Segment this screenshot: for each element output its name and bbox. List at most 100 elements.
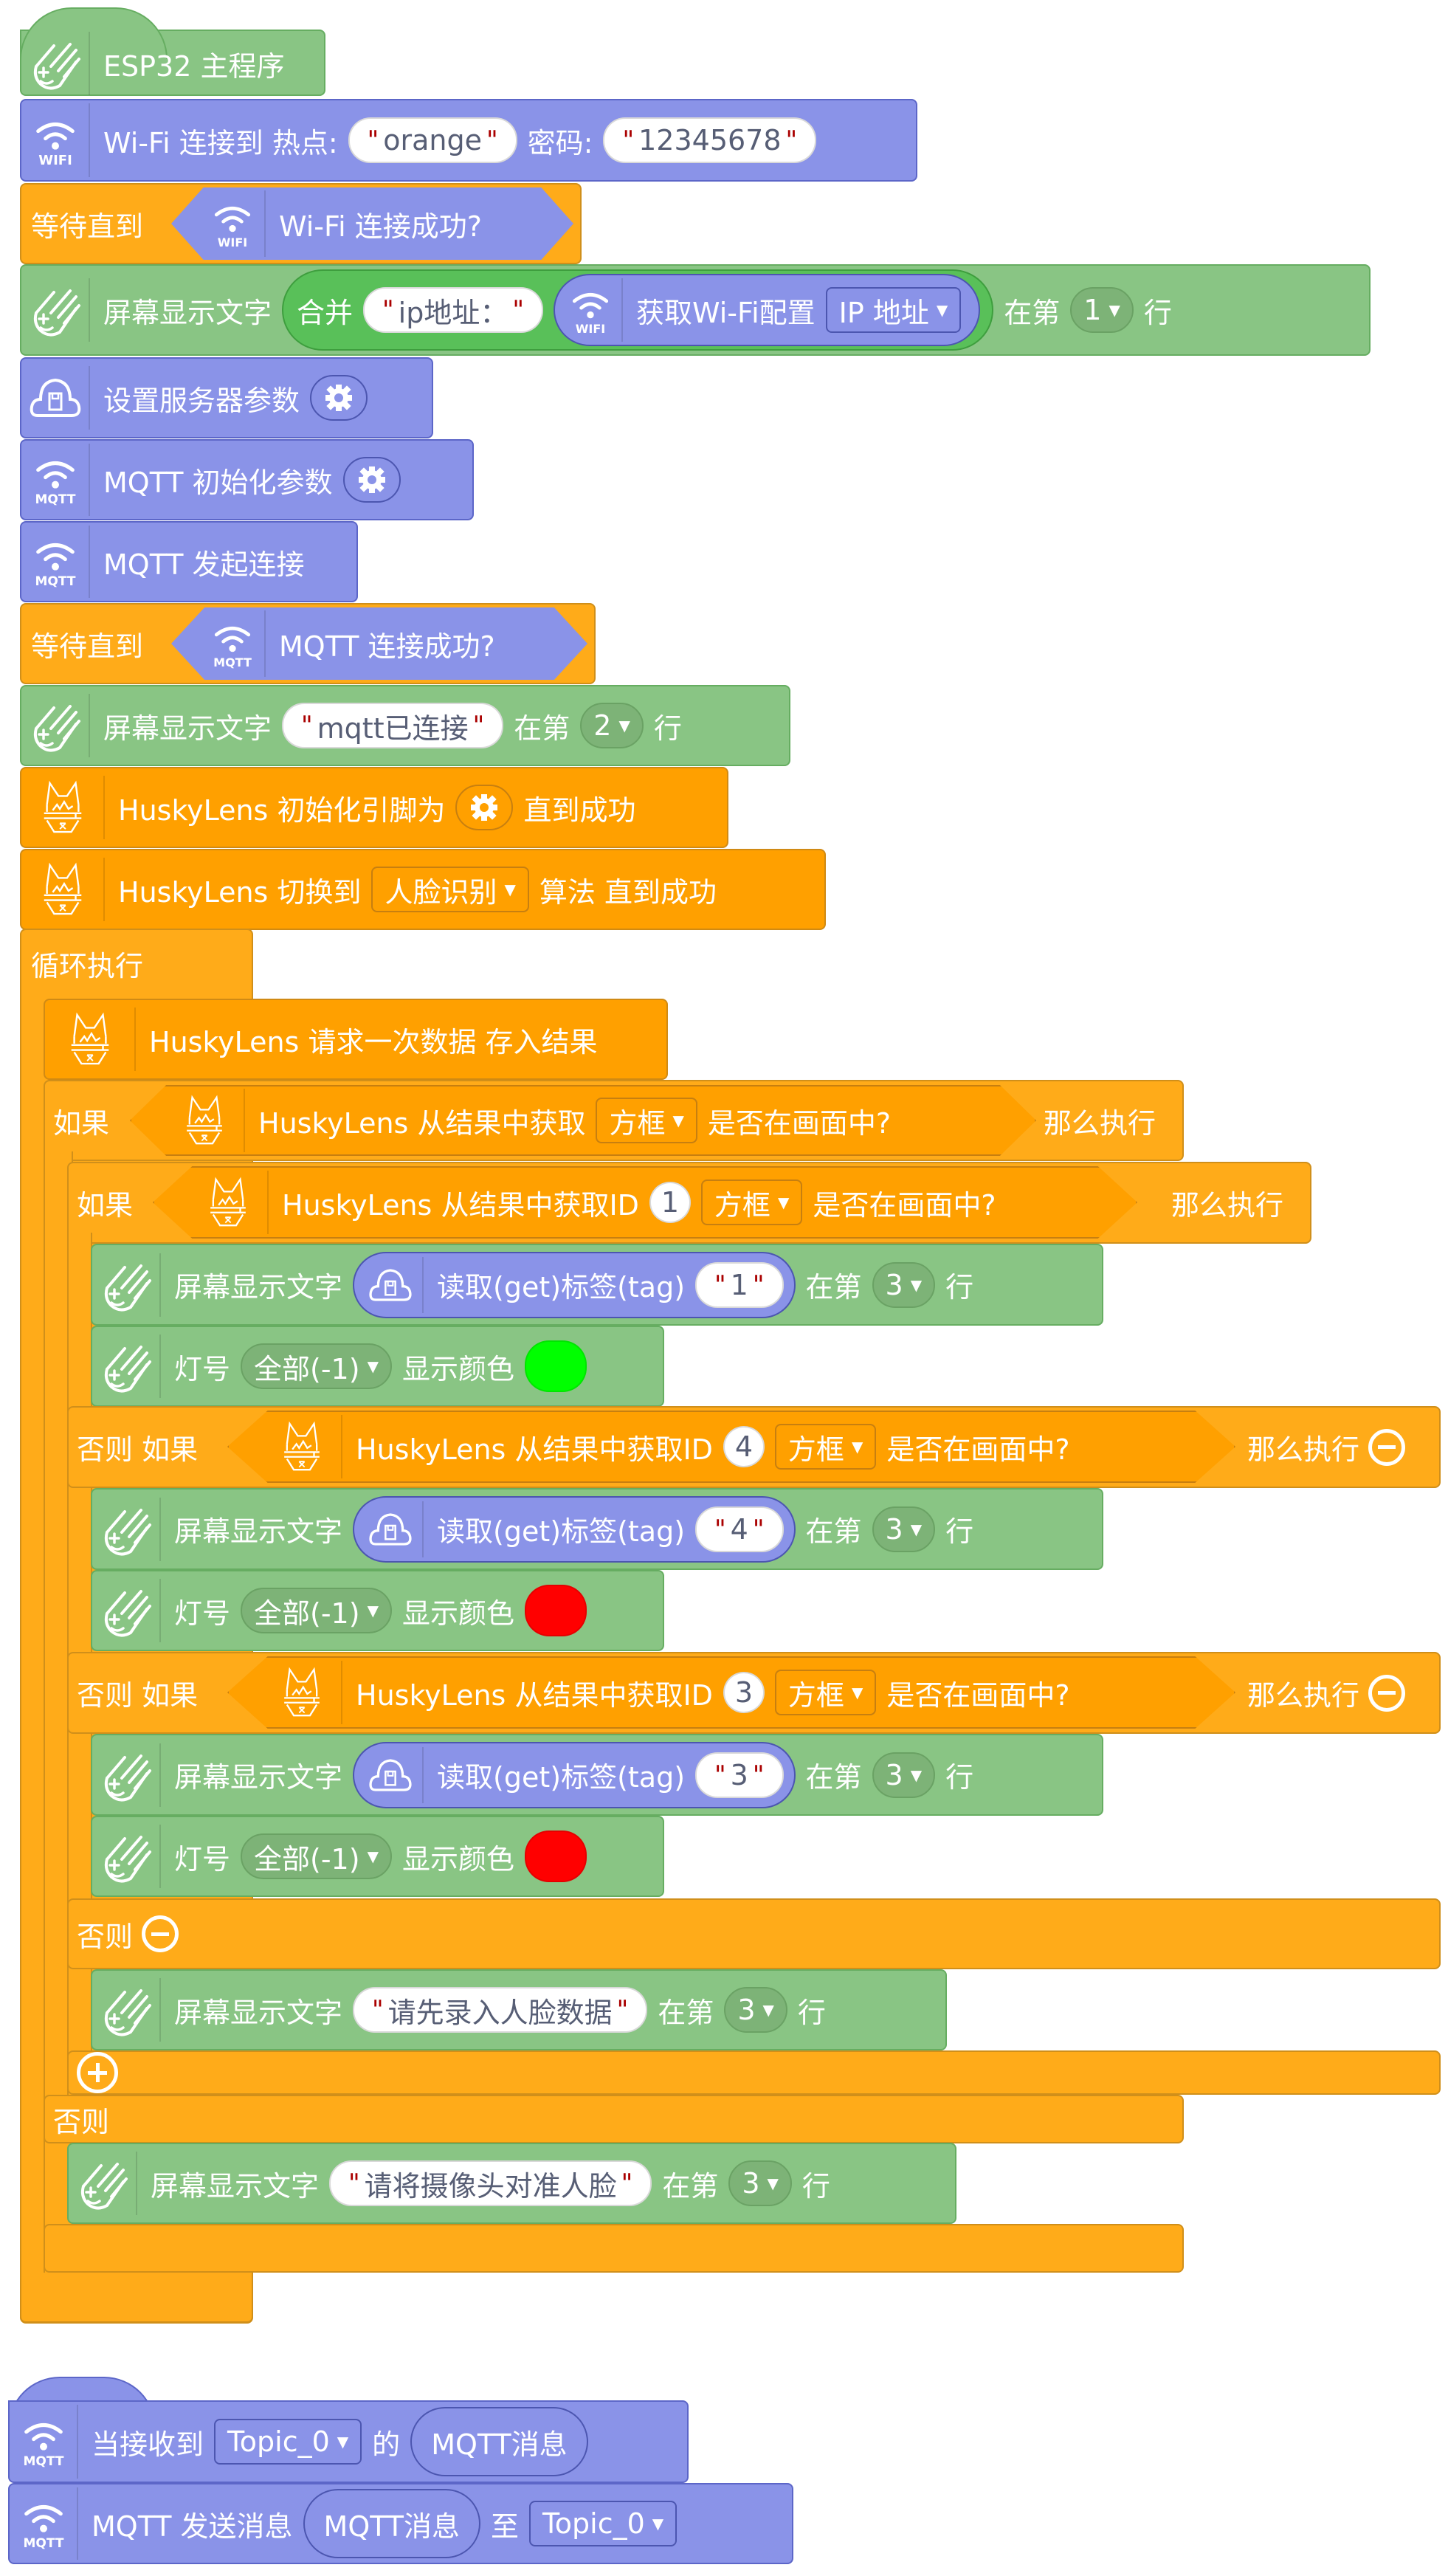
display-text-label: 屏幕显示文字 — [103, 296, 272, 329]
color-picker[interactable] — [524, 1340, 587, 1392]
mqtt-send-row: MQTT MQTT 发送消息 MQTT消息 至 Topic_0▼ — [10, 2484, 687, 2563]
color-label: 显示颜色 — [401, 1352, 514, 1385]
wait-until-label: 等待直到 — [31, 630, 144, 663]
condition-suffix: 是否在画面中? — [707, 1106, 892, 1140]
wait-wifi-row: 等待直到 — [31, 185, 154, 263]
mqtt-icon: MQTT — [22, 526, 90, 598]
get-wifi-config-reporter[interactable]: WIFI 获取Wi-Fi配置 IP 地址▼ — [554, 274, 981, 346]
combine-label: 合并 — [297, 296, 354, 329]
row-dropdown[interactable]: 3▼ — [872, 1261, 936, 1308]
huskylens-init-label: HuskyLens 初始化引脚为 — [118, 793, 446, 827]
display-tag-row: 屏幕显示文字 读取(get)标签(tag) "3" 在第 3▼ 行 — [93, 1735, 973, 1814]
huskylens-init-block[interactable] — [20, 767, 728, 848]
else-label: 否则 — [77, 1920, 134, 1953]
ssid-value: orange — [383, 124, 483, 156]
remove-branch-icon[interactable] — [1368, 1428, 1406, 1466]
get-tag-reporter[interactable]: 读取(get)标签(tag) "3" — [353, 1741, 796, 1808]
esp32-hand-icon — [93, 1579, 161, 1642]
led-option: 全部(-1) — [254, 1842, 360, 1876]
get-wifi-config-label: 获取Wi-Fi配置 — [636, 296, 816, 329]
display-text-input[interactable]: "请将摄像头对准人脸" — [329, 2160, 652, 2206]
gear-icon[interactable] — [455, 785, 514, 830]
color-picker[interactable] — [524, 1831, 587, 1882]
row-dropdown[interactable]: 3▼ — [872, 1752, 936, 1798]
topic-dropdown[interactable]: Topic_0▼ — [214, 2419, 362, 2465]
color-picker[interactable] — [524, 1585, 587, 1636]
mqtt-message-variable[interactable]: MQTT消息 — [410, 2407, 588, 2476]
combine-string-input[interactable]: "ip地址：" — [363, 287, 543, 333]
led-dropdown[interactable]: 全部(-1)▼ — [241, 1343, 392, 1389]
result-type-dropdown[interactable]: 方框▼ — [700, 1179, 803, 1225]
remove-branch-icon[interactable] — [1368, 1674, 1406, 1712]
mqtt-receive-row: MQTT 当接收到 Topic_0▼ 的 MQTT消息 — [10, 2402, 599, 2482]
esp32-hand-icon — [22, 694, 90, 757]
algorithm-dropdown[interactable]: 人脸识别▼ — [371, 867, 529, 912]
outer-if-condition[interactable] — [130, 1085, 1036, 1156]
topic-dropdown[interactable]: Topic_0▼ — [529, 2501, 678, 2546]
mqtt-connected-condition[interactable] — [171, 607, 587, 680]
huskylens-fox-icon — [263, 1415, 342, 1478]
password-value: 12345678 — [638, 124, 782, 156]
display-text-value: 请先录入人脸数据 — [387, 1996, 613, 2029]
color-label: 显示颜色 — [401, 1597, 514, 1630]
display-text-input[interactable]: "mqtt已连接" — [282, 703, 504, 748]
wifi-config-dropdown[interactable]: IP 地址▼ — [825, 287, 962, 333]
get-tag-reporter[interactable]: 读取(get)标签(tag) "4" — [353, 1495, 796, 1563]
result-type-value: 方框 — [787, 1678, 844, 1712]
wait-until-label: 等待直到 — [31, 210, 144, 243]
topic-value: Topic_0 — [542, 2507, 645, 2540]
huskylens-init-suffix: 直到成功 — [523, 793, 636, 827]
get-tag-reporter[interactable]: 读取(get)标签(tag) "1" — [353, 1251, 796, 1318]
row-dropdown[interactable]: 3▼ — [724, 1987, 787, 2033]
tag-input[interactable]: "1" — [695, 1261, 784, 1308]
mqtt-message-variable[interactable]: MQTT消息 — [303, 2489, 480, 2558]
row-dropdown[interactable]: 2▼ — [580, 703, 644, 748]
row-dropdown[interactable]: 3▼ — [872, 1506, 936, 1552]
wifi-connected-condition[interactable] — [171, 187, 573, 260]
result-type-value: 方框 — [714, 1188, 770, 1222]
condition-label: HuskyLens 从结果中获取ID — [356, 1433, 713, 1466]
add-branch-icon[interactable] — [77, 2052, 118, 2093]
row-dropdown[interactable]: 1▼ — [1070, 287, 1134, 333]
id-value: 4 — [734, 1430, 754, 1463]
led-dropdown[interactable]: 全部(-1)▼ — [241, 1588, 392, 1633]
remove-else-icon[interactable] — [142, 1915, 179, 1952]
gear-icon[interactable] — [342, 457, 401, 503]
result-type-dropdown[interactable]: 方框▼ — [774, 1424, 877, 1470]
display-text-block[interactable] — [91, 1969, 947, 2050]
chevron-down-icon: ▼ — [367, 1847, 379, 1865]
row-prefix-label: 在第 — [1004, 296, 1061, 329]
chevron-down-icon: ▼ — [767, 2174, 779, 2192]
wifi-connected-row: WIFI Wi-Fi 连接成功? — [201, 187, 482, 260]
ssid-input[interactable]: "orange" — [348, 117, 517, 163]
then-row: 那么执行 — [1247, 1653, 1406, 1732]
display-mqtt-row: 屏幕显示文字 "mqtt已连接" 在第 2▼ 行 — [22, 686, 682, 765]
combine-reporter[interactable]: 合并 "ip地址：" WIFI 获取Wi-Fi配置 IP 地址▼ — [282, 269, 994, 351]
then-label: 那么执行 — [1247, 1679, 1360, 1712]
tag-input[interactable]: "4" — [695, 1506, 784, 1552]
gear-icon[interactable] — [310, 375, 368, 421]
display-text-input[interactable]: "请先录入人脸数据" — [353, 1987, 648, 2033]
condition-label: HuskyLens 从结果中获取ID — [356, 1678, 713, 1712]
mqtt-connect-block[interactable] — [20, 521, 358, 602]
tag-input[interactable]: "3" — [695, 1752, 784, 1798]
result-type-dropdown[interactable]: 方框▼ — [596, 1098, 697, 1143]
led-dropdown[interactable]: 全部(-1) ▼ — [241, 1833, 392, 1879]
result-type-dropdown[interactable]: 方框▼ — [774, 1670, 877, 1715]
server-params-row: 设置服务器参数 — [22, 359, 378, 437]
else-if-label: 否则 如果 — [77, 1433, 199, 1466]
password-input[interactable]: "12345678" — [603, 117, 817, 163]
row-dropdown[interactable]: 3▼ — [728, 2160, 792, 2206]
id-input[interactable]: 4 — [723, 1426, 765, 1467]
wifi-connect-row: WIFI Wi-Fi 连接到 热点: "orange" 密码: "1234567… — [22, 100, 827, 180]
else-if-condition-row: HuskyLens 从结果中获取ID 3 方框▼ 是否在画面中? — [263, 1656, 1070, 1729]
outer-if-footer — [44, 2224, 1184, 2273]
inner-else-block[interactable] — [67, 1898, 1441, 1969]
id-input[interactable]: 3 — [723, 1672, 765, 1713]
id-input[interactable]: 1 — [649, 1182, 691, 1223]
huskylens-request-block[interactable] — [44, 999, 668, 1080]
outer-else-block[interactable] — [44, 2095, 1184, 2143]
row-suffix-label: 行 — [1143, 296, 1172, 329]
then-row: 那么执行 — [1044, 1081, 1156, 1160]
inner-if-condition-id1[interactable] — [153, 1166, 1137, 1239]
